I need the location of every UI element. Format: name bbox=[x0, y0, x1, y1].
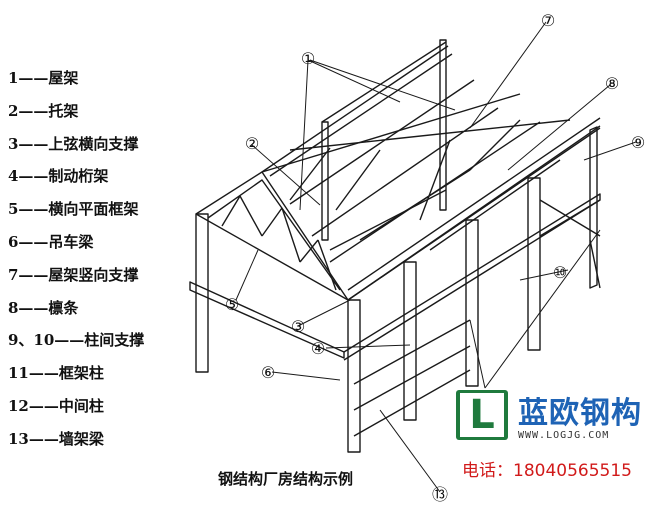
callout-number: ⑩ bbox=[553, 263, 567, 282]
legend-item: 6——吊车梁 bbox=[8, 232, 94, 251]
diagram-caption: 钢结构厂房结构示例 bbox=[218, 470, 354, 488]
legend-item: 8——檩条 bbox=[8, 298, 79, 317]
back-column bbox=[589, 126, 598, 289]
brand-logo: L bbox=[456, 390, 508, 440]
front-column bbox=[527, 177, 541, 351]
callout-number: ⑨ bbox=[631, 133, 645, 152]
front-column bbox=[403, 261, 417, 421]
wall-beam bbox=[353, 319, 471, 437]
legend-item: 4——制动桁架 bbox=[8, 167, 109, 186]
legend-item: 9、10——柱间支撑 bbox=[8, 331, 145, 350]
truss-bracing bbox=[289, 119, 561, 251]
column-bracing bbox=[539, 199, 601, 289]
front-column bbox=[465, 219, 479, 387]
crane-beam bbox=[343, 193, 601, 361]
callout-number: ⑧ bbox=[605, 74, 619, 93]
callout-number: ⑤ bbox=[225, 295, 239, 314]
back-eave bbox=[321, 41, 447, 123]
callout-number: ② bbox=[245, 134, 259, 153]
legend-item: 12——中间柱 bbox=[8, 396, 104, 415]
callout-number: ① bbox=[301, 49, 315, 68]
legend-item: 11——框架柱 bbox=[8, 364, 104, 383]
end-truss bbox=[207, 179, 341, 291]
front-column bbox=[195, 213, 209, 373]
crane-beam bbox=[189, 281, 345, 359]
brand-logo-letter: L bbox=[460, 393, 504, 437]
callout-number: ③ bbox=[291, 317, 305, 336]
ridge bbox=[261, 45, 449, 173]
back-column bbox=[321, 121, 329, 241]
brand-block: L 蓝欧钢构 WWW.LOGJG.COM bbox=[456, 390, 646, 456]
legend: 1——屋架 2——托架 3——上弦横向支撑 4——制动桁架 5——横向平面框架 6——吊车… bbox=[8, 66, 208, 460]
legend-item: 1——屋架 bbox=[8, 69, 79, 87]
brand-url: WWW.LOGJG.COM bbox=[518, 430, 610, 441]
roof-truss bbox=[195, 171, 349, 301]
callout-number: ⑥ bbox=[261, 363, 275, 382]
legend-item: 7——屋架竖向支撑 bbox=[8, 265, 139, 284]
front-eave bbox=[347, 125, 601, 301]
legend-item: 3——上弦横向支撑 bbox=[8, 134, 139, 153]
legend-item: 13——墙架梁 bbox=[8, 429, 104, 448]
contact-phone: 电话：18040565515 bbox=[462, 456, 632, 481]
callout-number: ④ bbox=[311, 339, 325, 358]
legend-item: 5——横向平面框架 bbox=[8, 200, 139, 219]
phone-label: 电话： bbox=[462, 461, 513, 481]
back-column bbox=[439, 39, 447, 211]
front-column bbox=[347, 299, 361, 453]
callout-number: ⑦ bbox=[541, 11, 555, 30]
purlin bbox=[269, 53, 571, 263]
crane-beam-back bbox=[329, 189, 447, 251]
phone-number: 18040565515 bbox=[513, 461, 632, 481]
brand-name: 蓝欧钢构 bbox=[518, 396, 642, 431]
front-eave-bottom bbox=[347, 117, 601, 291]
callout-number: ⑬ bbox=[432, 485, 448, 504]
leader-line bbox=[235, 21, 637, 493]
legend-item: 2——托架 bbox=[8, 101, 79, 120]
roof-truss bbox=[261, 93, 521, 173]
